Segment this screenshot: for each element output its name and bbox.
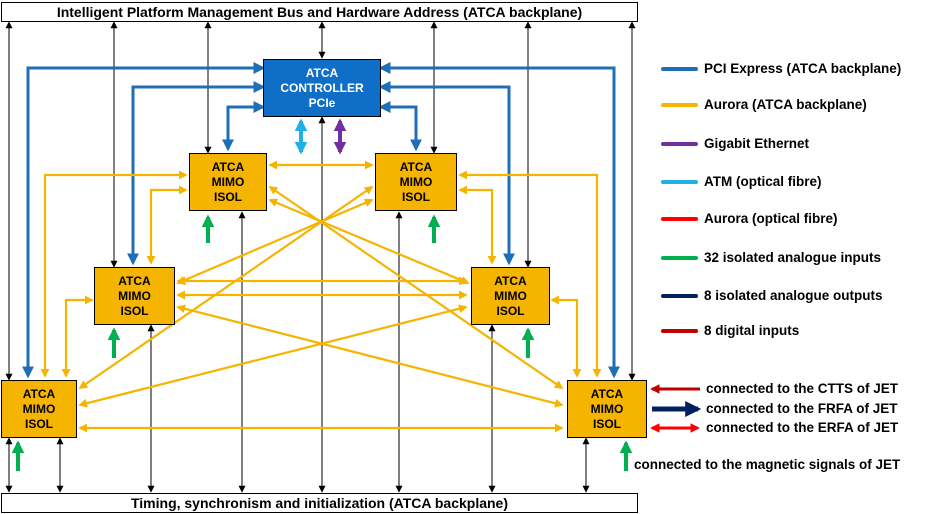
- aurora-link: [268, 198, 470, 285]
- aurora-link: [61, 295, 94, 378]
- legend-label-atm: ATM (optical fibre): [704, 174, 822, 189]
- legend-label-analogue-in: 32 isolated analogue inputs: [704, 250, 882, 265]
- controller-label-2: CONTROLLER: [280, 80, 364, 95]
- board-label-3: ISOL: [213, 189, 242, 204]
- analogue-inputs: [11, 214, 633, 471]
- board-label-1: ATCA: [118, 273, 151, 288]
- aurora-link: [458, 185, 497, 265]
- board-label-2: MIMO: [211, 174, 245, 189]
- pci-express-links: [22, 62, 620, 379]
- ctts-label: connected to the CTTS of JET: [706, 381, 899, 396]
- board-label-2: MIMO: [118, 288, 151, 303]
- aurora-link: [146, 185, 188, 265]
- board-label-1: ATCA: [590, 386, 624, 401]
- board-label-1: ATCA: [494, 273, 527, 288]
- mimo-board-bottom-right: ATCA MIMO ISOL: [567, 380, 647, 438]
- board-label-3: ISOL: [120, 303, 149, 318]
- mimo-board-top-right: ATCA MIMO ISOL: [375, 153, 457, 211]
- board-label-3: ISOL: [24, 416, 53, 431]
- aurora-link: [78, 304, 468, 408]
- legend-label-aurora: Aurora (ATCA backplane): [704, 97, 867, 112]
- mimo-board-mid-right: ATCA MIMO ISOL: [471, 267, 550, 325]
- aurora-link: [40, 170, 188, 378]
- mimo-board-top-left: ATCA MIMO ISOL: [189, 153, 267, 211]
- legend-label-ethernet: Gigabit Ethernet: [704, 136, 810, 151]
- board-label-3: ISOL: [592, 416, 621, 431]
- pci-link: [222, 101, 266, 152]
- board-label-3: ISOL: [496, 303, 525, 318]
- erfa-label: connected to the ERFA of JET: [706, 420, 899, 435]
- atca-controller: ATCA CONTROLLER PCIe: [263, 59, 381, 117]
- board-label-2: MIMO: [494, 288, 527, 303]
- pci-link: [378, 101, 422, 152]
- board-label-3: ISOL: [401, 189, 430, 204]
- legend-label-digital-in: 8 digital inputs: [704, 323, 800, 338]
- aurora-links: [40, 160, 602, 433]
- aurora-link: [458, 170, 602, 378]
- mimo-board-bottom-left: ATCA MIMO ISOL: [1, 380, 77, 438]
- frfa-label: connected to the FRFA of JET: [706, 401, 898, 416]
- board-label-2: MIMO: [590, 401, 624, 416]
- magnetic-signals-label: connected to the magnetic signals of JET: [634, 457, 901, 472]
- mimo-board-mid-left: ATCA MIMO ISOL: [94, 267, 175, 325]
- legend-label-aurora-fibre: Aurora (optical fibre): [704, 211, 838, 226]
- top-bus: Intelligent Platform Management Bus and …: [1, 2, 638, 22]
- board-label-1: ATCA: [211, 159, 245, 174]
- board-label-1: ATCA: [399, 159, 433, 174]
- legend-swatches: [661, 67, 698, 333]
- board-label-2: MIMO: [22, 401, 56, 416]
- bottom-bus: Timing, synchronism and initialization (…: [1, 493, 638, 513]
- controller-label-3: PCIe: [308, 95, 336, 110]
- legend-label-pcie: PCI Express (ATCA backplane): [704, 61, 902, 76]
- controller-label-1: ATCA: [305, 65, 339, 80]
- legend-label-analogue-out: 8 isolated analogue outputs: [704, 288, 883, 303]
- pci-link: [22, 62, 266, 379]
- board-label-1: ATCA: [22, 386, 56, 401]
- board-label-2: MIMO: [399, 174, 433, 189]
- pci-link: [378, 62, 620, 379]
- aurora-link: [550, 295, 582, 378]
